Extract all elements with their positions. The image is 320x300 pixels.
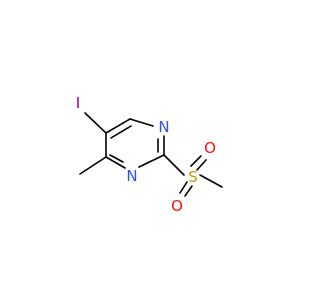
bond-sulfur-oxygen-bottom-2 xyxy=(184,185,193,197)
bond-sulfur-methyl xyxy=(199,174,223,188)
atom-labels: I N N S O O xyxy=(76,94,216,215)
structure-diagram: I N N S O O xyxy=(76,94,223,215)
oxygen-bottom-atom-label: O xyxy=(171,197,183,215)
bond-c5-c6-inner xyxy=(110,125,132,139)
oxygen-top-atom-label: O xyxy=(204,139,216,157)
bond-c4-methyl xyxy=(79,156,107,175)
bond-c2-sulfur xyxy=(163,154,185,176)
iodine-atom-label: I xyxy=(76,94,80,112)
bond-n3-c4 xyxy=(105,156,126,169)
bond-c6-n1 xyxy=(129,118,154,127)
bond-sulfur-oxygen-top-2 xyxy=(190,155,202,167)
bond-sulfur-oxygen-bottom xyxy=(179,181,188,194)
nitrogen-top-atom-label: N xyxy=(158,118,169,136)
bond-c5-iodine xyxy=(84,112,107,134)
bonds xyxy=(79,112,223,197)
sulfur-atom-label: S xyxy=(188,168,198,186)
bond-n3-c4-inner xyxy=(109,154,124,163)
bond-c2-n3 xyxy=(138,154,165,168)
bond-c5-c6 xyxy=(105,118,131,134)
nitrogen-bottom-atom-label: N xyxy=(126,167,137,185)
bond-sulfur-oxygen-top xyxy=(196,159,207,171)
